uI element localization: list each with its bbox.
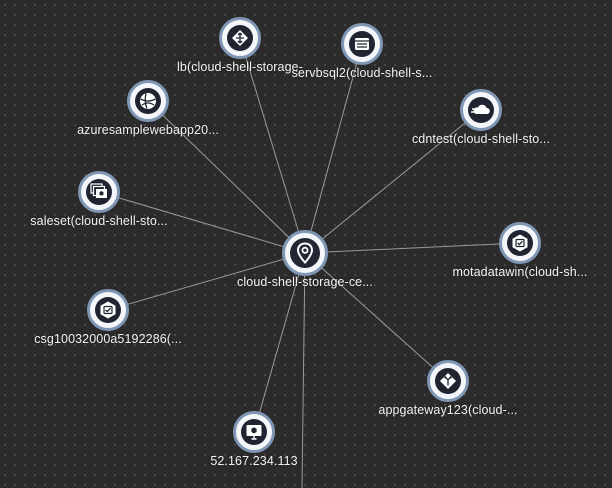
edge-center-servbsql bbox=[304, 43, 363, 254]
edge-center-ip bbox=[253, 252, 306, 433]
public-ip-monitor-icon bbox=[246, 425, 262, 440]
location-pin-icon bbox=[296, 242, 314, 264]
node-label-azuresample: azuresamplewebapp20... bbox=[77, 123, 219, 137]
edge-center-saleset bbox=[98, 191, 306, 254]
node-label-servbsql: servbsql2(cloud-shell-s... bbox=[291, 66, 433, 80]
edge-center-azuresample bbox=[147, 100, 306, 254]
node-label-center: cloud-shell-storage-ce... bbox=[237, 275, 373, 289]
web-app-globe-icon bbox=[140, 93, 156, 109]
node-label-cdntest: cdntest(cloud-shell-sto... bbox=[411, 132, 551, 146]
edge-center-cdntest bbox=[304, 109, 482, 254]
edge-center-lb bbox=[239, 37, 306, 254]
sql-server-icon bbox=[355, 38, 369, 50]
edge-center-csg bbox=[107, 252, 306, 311]
node-label-ip: 52.167.234.113 bbox=[210, 454, 298, 468]
node-label-motadatawin: motadatawin(cloud-sh... bbox=[452, 265, 588, 279]
cdn-cloud-icon bbox=[471, 104, 490, 114]
virtual-machine-icon bbox=[512, 234, 528, 252]
storage-account-icon bbox=[100, 301, 116, 319]
edge-center-motadatawin bbox=[304, 242, 521, 254]
node-label-csg: csg10032000a5192286(... bbox=[34, 332, 182, 346]
node-label-saleset: saleset(cloud-shell-sto... bbox=[30, 214, 168, 228]
scale-set-icon bbox=[90, 183, 107, 198]
application-gateway-icon bbox=[440, 373, 456, 389]
node-label-lb: lb(cloud-shell-storage- bbox=[177, 60, 303, 74]
edge-center-offscreen bbox=[301, 252, 306, 488]
edge-center-appgateway bbox=[304, 252, 449, 382]
load-balancer-icon bbox=[232, 30, 248, 46]
node-label-appgateway: appgateway123(cloud-... bbox=[378, 403, 518, 417]
